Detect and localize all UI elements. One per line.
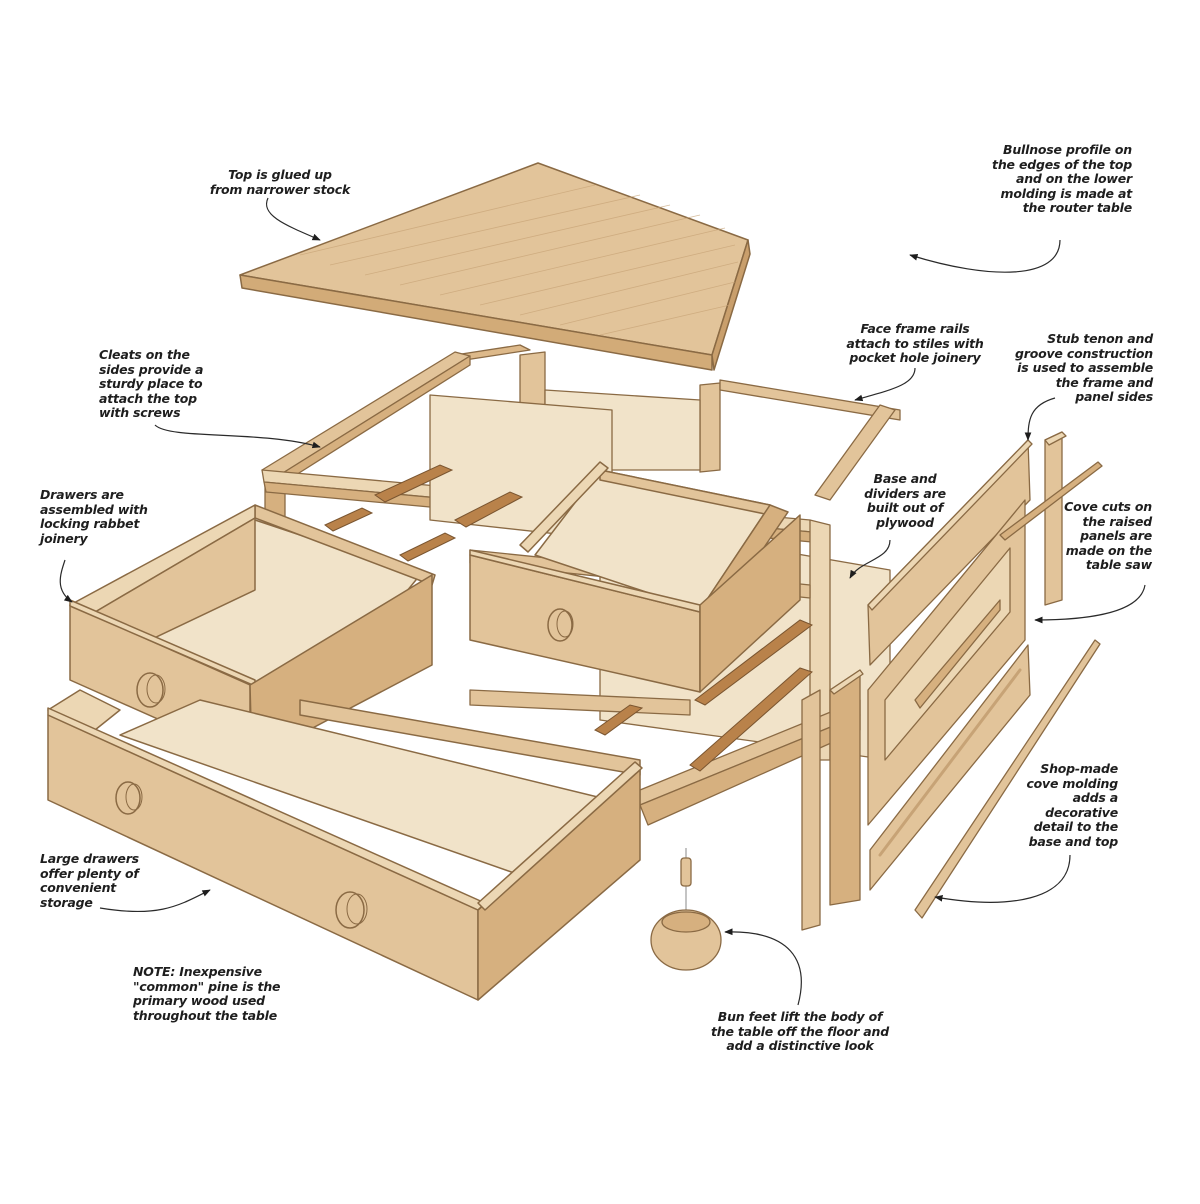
label-drawers-assembled: Drawers are assembled with locking rabbe… — [40, 487, 148, 546]
side-assembly — [801, 431, 1103, 931]
label-large-drawers: Large drawers offer plenty of convenient… — [40, 851, 139, 910]
upper-right-drawer — [469, 461, 801, 693]
note-prefix: NOTE: — [133, 964, 176, 979]
label-cove-molding: Shop-made cove molding adds a decorative… — [1026, 761, 1118, 849]
label-stub-tenon: Stub tenon and groove construction is us… — [1015, 331, 1153, 404]
label-top-glued: Top is glued up from narrower stock — [209, 167, 351, 197]
label-face-frame: Face frame rails attach to stiles with p… — [846, 321, 984, 365]
label-bullnose: Bullnose profile on the edges of the top… — [992, 142, 1132, 215]
label-cove-cuts: Cove cuts on the raised panels are made … — [1064, 499, 1152, 572]
drawer-knob-icon — [547, 608, 573, 642]
drawer-knob-icon — [335, 891, 365, 929]
leader-lines — [59, 197, 1146, 1006]
table-top — [239, 162, 751, 371]
drawer-runners — [324, 464, 814, 772]
note-body: Inexpensive "common" pine is the primary… — [133, 964, 281, 1023]
label-bun-feet: Bun feet lift the body of the table off … — [711, 1009, 889, 1053]
label-note: NOTE: Inexpensive "common" pine is the p… — [133, 964, 333, 1023]
large-bottom-drawer — [47, 689, 643, 1001]
label-base-dividers: Base and dividers are built out of plywo… — [864, 471, 946, 530]
drawer-knob-icon — [136, 672, 164, 708]
bun-foot — [650, 848, 722, 971]
drawer-knob-icon — [115, 781, 141, 815]
label-cleats: Cleats on the sides provide a sturdy pla… — [99, 347, 204, 420]
